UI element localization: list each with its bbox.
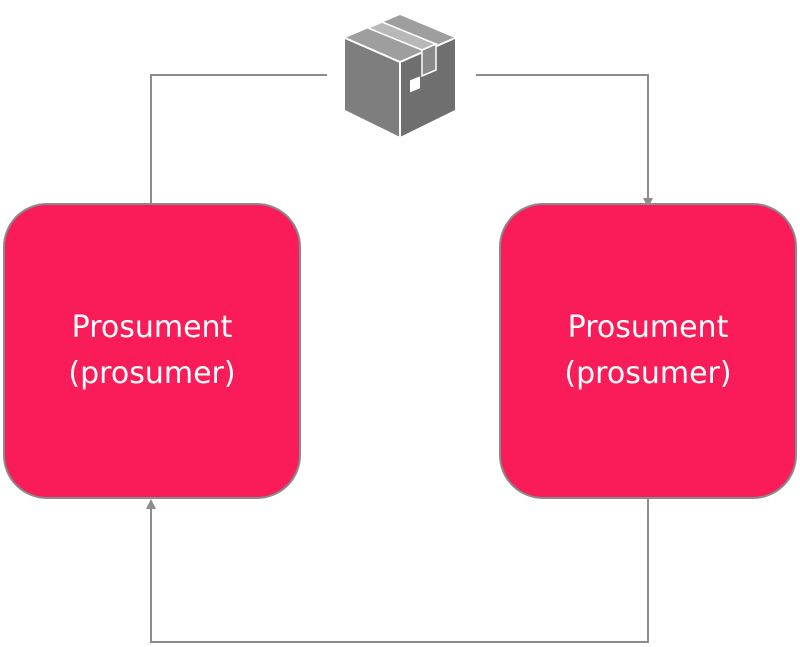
package-box-icon xyxy=(344,15,456,137)
connector-right-to-left xyxy=(146,499,649,643)
node-label-line2: (prosumer) xyxy=(68,356,236,391)
node-label: Prosument (prosumer) xyxy=(564,305,731,397)
node-label: Prosument (prosumer) xyxy=(68,305,235,397)
prosumer-node-left: Prosument (prosumer) xyxy=(3,203,301,499)
node-label-line2: (prosumer) xyxy=(564,356,732,391)
prosumer-node-right: Prosument (prosumer) xyxy=(499,203,797,499)
node-label-line1: Prosument xyxy=(71,310,233,345)
node-label-line1: Prosument xyxy=(567,310,729,345)
connector-left-to-package xyxy=(150,74,327,203)
connector-package-to-right xyxy=(476,74,653,208)
